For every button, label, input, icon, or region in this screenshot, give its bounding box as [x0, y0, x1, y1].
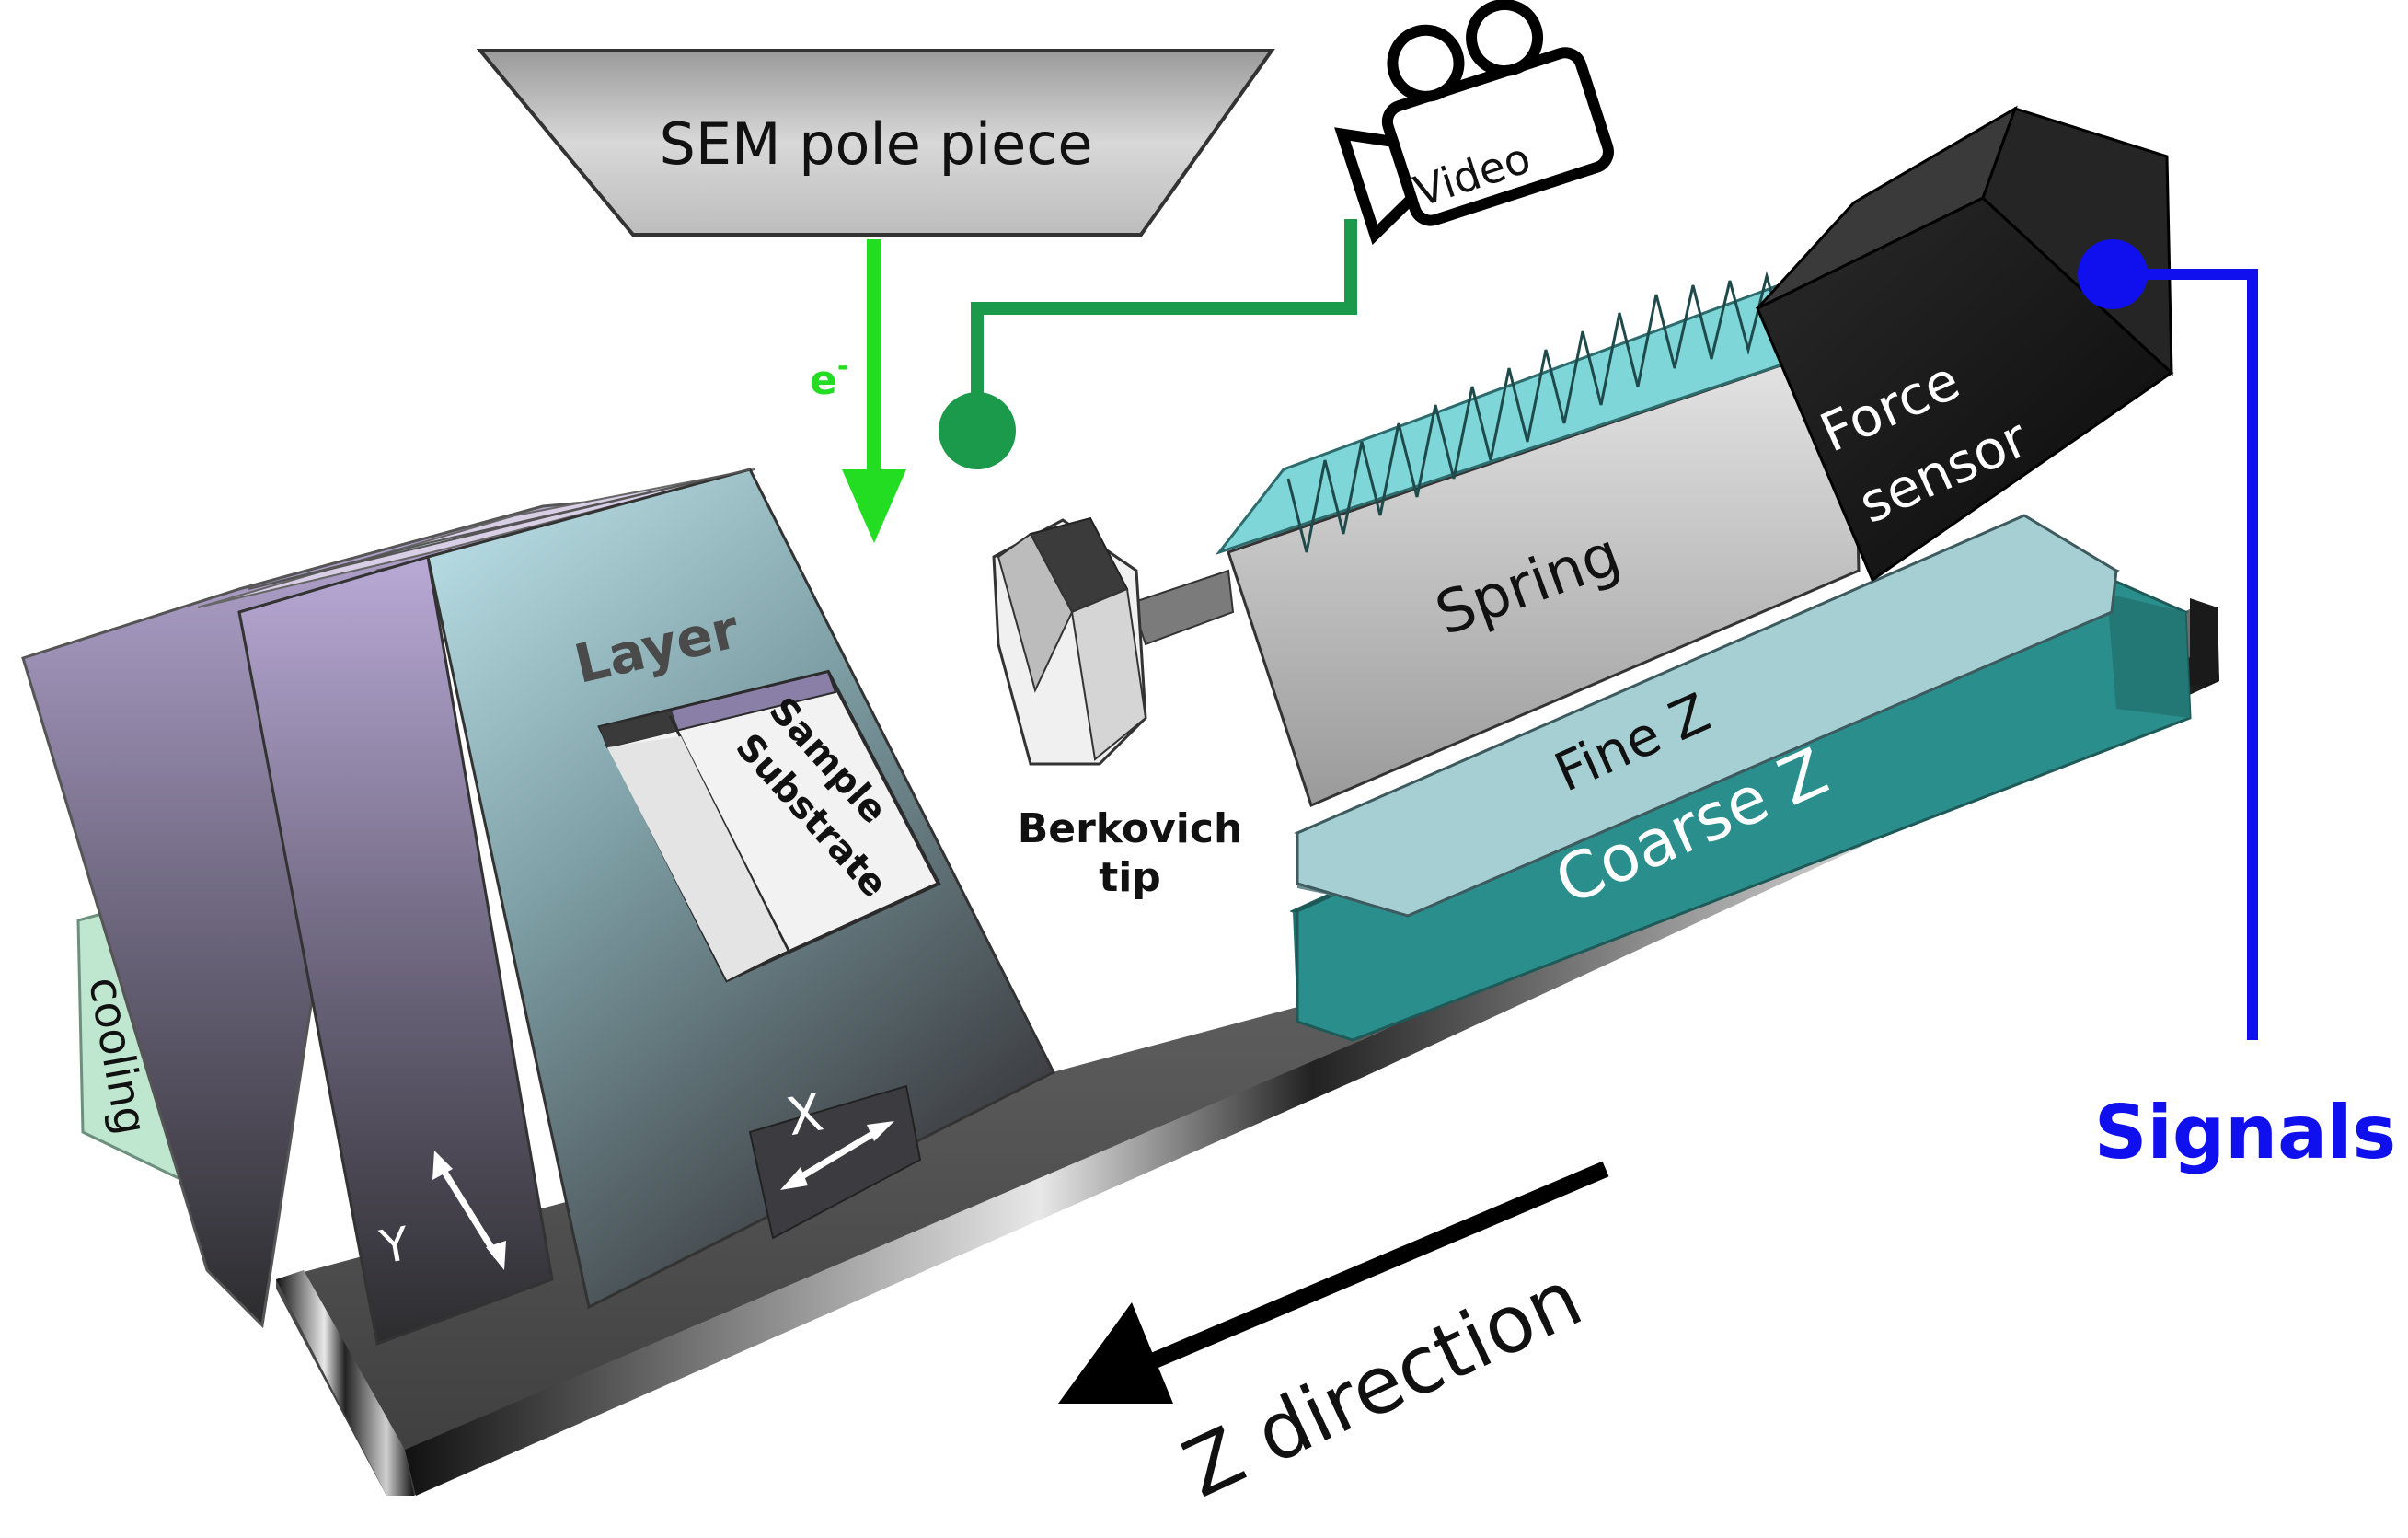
- y-axis-arrow: [432, 1151, 506, 1270]
- berkovich-tip-icon: [992, 516, 1147, 766]
- video-camera-icon: [1334, 0, 1614, 246]
- indenter-shaft: [1130, 569, 1235, 646]
- indenter-assembly: [992, 105, 2192, 1042]
- fine-z-block: [1296, 514, 2118, 918]
- z-direction-label: Z direction: [1170, 1253, 1596, 1516]
- video-connection-line: [939, 219, 1357, 469]
- sem-pole-piece: [476, 49, 1275, 237]
- sem-pole-piece-label: SEM pole piece: [659, 110, 1092, 178]
- signals-label: Signals: [2094, 1090, 2396, 1175]
- berkovich-label-line2: tip: [1099, 854, 1161, 901]
- signals-connection-line: [2078, 239, 2258, 1040]
- electron-beam-arrow: [842, 239, 906, 543]
- z-direction-arrow-icon: [1058, 1161, 1609, 1404]
- electron-label: e-: [810, 351, 848, 404]
- y-actuator-block: [237, 555, 554, 1347]
- x-axis-arrow: [780, 1121, 894, 1190]
- berkovich-label-line1: Berkovich: [1018, 805, 1243, 852]
- sample-window: [597, 669, 941, 983]
- sample-stage: [21, 468, 1056, 1347]
- spring-coil: [1286, 271, 1787, 553]
